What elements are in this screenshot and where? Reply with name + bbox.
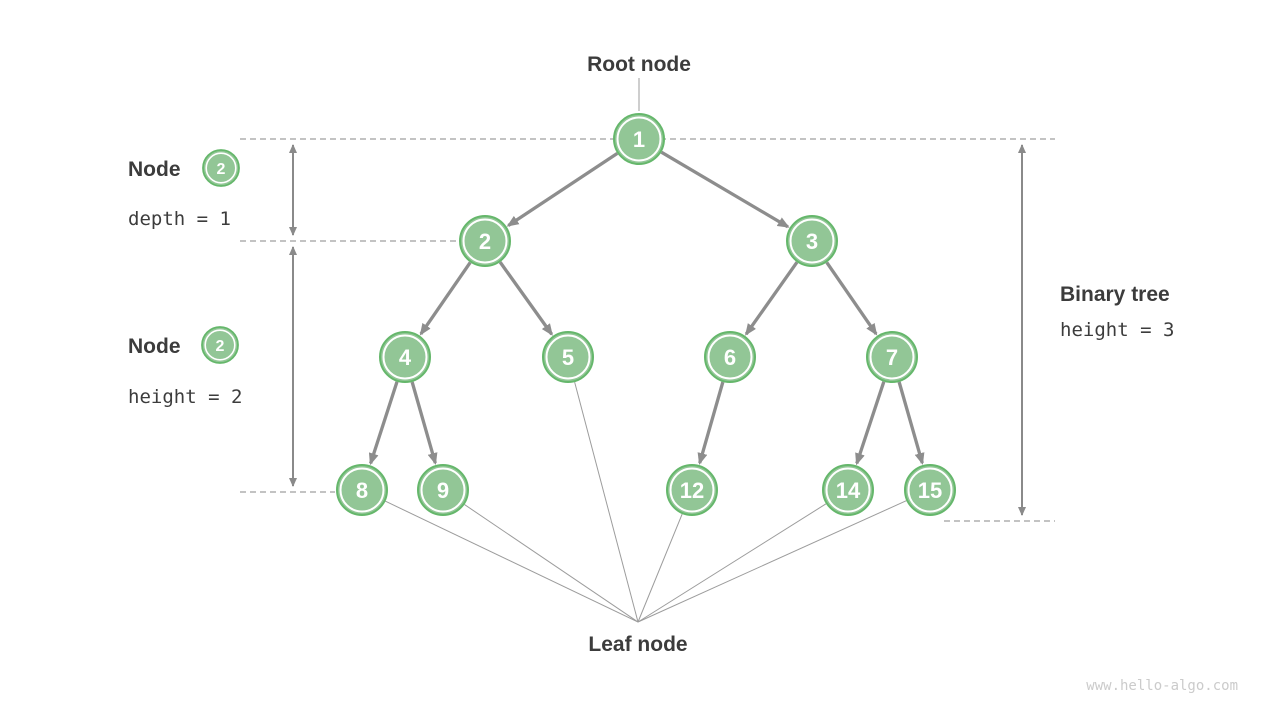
tree-node-4: 4 — [379, 331, 431, 383]
edge-3-7 — [825, 261, 878, 336]
tree-node-value: 5 — [562, 345, 574, 370]
leaf-node-label: Leaf node — [588, 633, 687, 656]
tree-node-value: 3 — [806, 229, 818, 254]
edge-1-3 — [660, 150, 790, 229]
leaf-line-5 — [574, 382, 639, 623]
tree-node-15: 15 — [904, 464, 956, 516]
edge-7-14 — [855, 381, 886, 466]
tree-node-1: 1 — [613, 113, 665, 165]
leaf-line-8 — [385, 500, 639, 623]
node-badge-bottom-label: Node — [128, 335, 181, 358]
tree-node-14: 14 — [822, 464, 874, 516]
tree-node-5: 5 — [542, 331, 594, 383]
tree-edges — [368, 150, 925, 466]
tree-node-value: 14 — [836, 478, 861, 503]
binary-tree-label: Binary tree — [1060, 283, 1170, 306]
edge-1-2 — [506, 151, 619, 227]
level-guide-lines — [240, 138, 1055, 522]
tree-node-value: 1 — [633, 127, 645, 152]
tree-node-2: 2 — [459, 215, 511, 267]
tree-node-value: 15 — [918, 478, 942, 503]
tree-node-6: 6 — [704, 331, 756, 383]
tree-node-value: 9 — [437, 478, 449, 503]
edge-4-9 — [410, 381, 438, 466]
tree-node-value: 12 — [680, 478, 704, 503]
node-height-value-label: height = 2 — [128, 386, 242, 408]
tree-node-value: 8 — [356, 478, 368, 503]
edge-2-4 — [419, 261, 472, 336]
tree-height-value-label: height = 3 — [1060, 319, 1174, 341]
measure-arrows — [289, 144, 1026, 516]
edge-6-12 — [697, 381, 725, 466]
tree-node-3: 3 — [786, 215, 838, 267]
tree-node-value: 2 — [479, 229, 491, 254]
leaf-pointer-lines — [385, 382, 907, 623]
leaf-line-9 — [464, 504, 639, 623]
edge-7-15 — [897, 381, 925, 466]
legend-badge-2: 2 — [201, 326, 239, 364]
tree-node-8: 8 — [336, 464, 388, 516]
watermark: www.hello-algo.com — [1086, 678, 1238, 694]
node-badge-top-label: Node — [128, 158, 181, 181]
root-node-label: Root node — [587, 53, 691, 76]
edge-2-5 — [498, 261, 554, 336]
tree-node-value: 4 — [399, 345, 412, 370]
tree-node-9: 9 — [417, 464, 469, 516]
legend-badge-value: 2 — [216, 338, 225, 355]
leaf-line-15 — [637, 500, 907, 623]
edge-4-8 — [368, 381, 399, 466]
tree-node-12: 12 — [666, 464, 718, 516]
leaf-line-14 — [637, 503, 827, 623]
tree-node-value: 7 — [886, 345, 898, 370]
leaf-line-12 — [637, 513, 683, 623]
tree-node-7: 7 — [866, 331, 918, 383]
legend-badge-1: 2 — [202, 149, 240, 187]
depth-value-label: depth = 1 — [128, 208, 231, 230]
legend-badges: 22 — [201, 149, 240, 364]
edge-3-6 — [744, 261, 799, 336]
legend-badge-value: 2 — [217, 161, 226, 178]
tree-node-value: 6 — [724, 345, 736, 370]
